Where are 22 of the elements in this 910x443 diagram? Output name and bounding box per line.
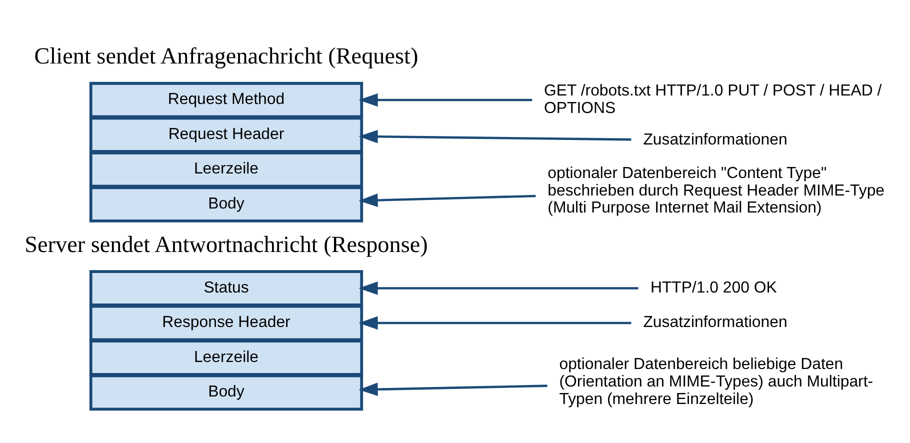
node-box: Status [89, 270, 364, 306]
node-box: Leerzeile [89, 340, 364, 376]
node-box: Request Header [89, 116, 364, 153]
node-box: Response Header [89, 304, 364, 342]
node-text: optionaler Datenbereich beliebige Daten (Orientation an MIME-Types) auch Multipart-Typen (mehrere Einzelteile) [559, 356, 874, 408]
node-box: Leerzeile [89, 151, 364, 188]
node-box: Body [89, 374, 364, 411]
node-text: HTTP/1.0 200 OK [650, 279, 777, 296]
node-box: Request Method [89, 82, 364, 118]
label: Client sendet Anfragenachricht (Request) [34, 44, 418, 70]
arrow [358, 316, 632, 330]
arrow [358, 382, 548, 396]
node-text: Zusatzinformationen [643, 132, 788, 149]
arrow [358, 194, 536, 207]
node-text: GET /robots.txt HTTP/1.0 PUT / POST / HEAD / OPTIONS [544, 82, 882, 117]
node-text: optionaler Datenbereich "Content Type" beschrieben durch Request Header MIME-Type (Multi Purpose Internet Mail Extension) [548, 164, 885, 217]
label: Server sendet Antwortnachricht (Response) [24, 232, 428, 258]
arrow [358, 282, 638, 295]
node-box: Body [89, 186, 364, 222]
node-text: Zusatzinformationen [643, 314, 788, 332]
arrow [358, 93, 532, 107]
arrow [358, 130, 632, 144]
